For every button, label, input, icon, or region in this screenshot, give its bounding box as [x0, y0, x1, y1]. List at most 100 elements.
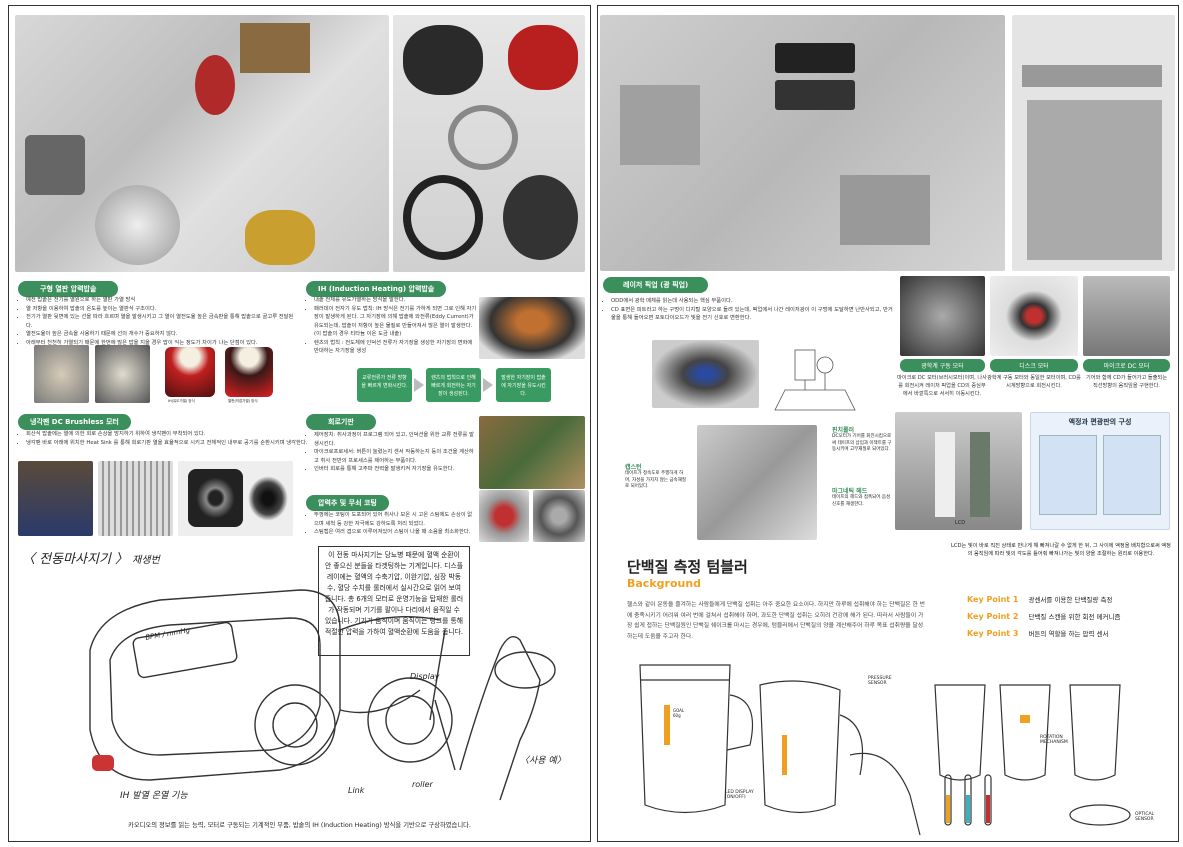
bullet: 아래부터 천천히 가열되기 때문에 한번에 많은 밥을 지을 경우 밥이 익는 …: [26, 339, 298, 348]
laser-bullets: ODD에서 광학 매체를 읽는데 사용되는 핵심 부품이다. CD 표면은 피트…: [603, 297, 893, 323]
arrow-icon: [483, 378, 493, 392]
motor-desc: 기어와 함께 CD가 들어가고 돌출되는 직선방향의 움직임을 구현한다.: [1085, 375, 1168, 389]
pickup-diagram: [774, 349, 856, 411]
flow-step-1: 교류전류가 전류 방향을 빠르게 변화시킨다.: [357, 368, 412, 402]
rice-cooker-shell-photo: [393, 15, 585, 272]
optical-motor-photo: [900, 276, 985, 356]
background-text: 헬스와 같이 운동을 즐겨하는 사람들에게 단백질 섭취는 아주 중요한 요소이…: [627, 602, 925, 640]
laser-pickup-photo: [652, 340, 759, 408]
micro-dc-motor-photo: [1083, 276, 1170, 356]
motor-label: 마이크로 DC 모터: [1083, 359, 1170, 372]
left-caption: 카오디오의 정보를 읽는 능력, 모터로 구동되는 기계적인 부품, 밥솥의 I…: [128, 822, 471, 829]
key-point-1: Key Point 1 광센서를 이용한 단백질량 측정: [967, 594, 1112, 604]
led-display-label: LED DISPLAY (ON/OFF): [725, 790, 754, 800]
section-title-old-cooker: 구형 열판 압력밥솥: [18, 281, 119, 297]
rice-cooker-parts-photo: [15, 15, 389, 272]
key-point-label: Key Point 1: [967, 595, 1019, 604]
heat-sink-photo: [98, 461, 173, 536]
sketch-label-ih: IH 발열 온열 기능: [120, 791, 188, 801]
lcd-structure-diagram: 액정과 편광판의 구성: [1030, 412, 1170, 530]
bullet: 패러데이 전자기 유도 법칙: IH 방식은 전기를 가하게 되면 그로 인해 …: [314, 305, 478, 339]
bullet: 인버터 회로를 통해 고주파 전력을 발생키켜 자기장을 유도한다.: [314, 465, 476, 474]
bullet: 회산식 밥솥에는 열에 의한 회로 손상을 방지하기 위하여 냉각팬이 부착되어…: [26, 430, 308, 439]
bullet: 마이크로프로세서: 버튼이 눌렸는지 센서 작동하는지 등의 조건을 계산하고 …: [314, 448, 476, 465]
rotation-mechanism-label: ROTATION MECHANISM: [1040, 735, 1068, 745]
bullet: 열전도율이 높은 금속을 사용하기 때문에 선의 개수가 중요하지 않다.: [26, 330, 298, 339]
section-title-ih-cooker: IH (Induction Heating) 압력밥솥: [306, 281, 447, 297]
bullet: CD 표면은 피트라고 하는 구멍이 디지털 모양으로 들려 있는데, 픽업에서…: [611, 306, 893, 323]
usage-text: 사용 예: [529, 756, 557, 766]
steam-cap-photo: [533, 490, 585, 542]
bullet: 전기가 열판 뒷면에 있는 선을 따라 흐르며 열을 발생시키고 그 열이 열전…: [26, 313, 298, 330]
key-point-label: Key Point 3: [967, 629, 1019, 638]
disc-motor-photo: [990, 276, 1078, 356]
optical-sensor-label: OPTICAL SENSOR: [1135, 812, 1155, 822]
pressure-weight-photo: [479, 490, 529, 542]
bullet: 렌츠의 법칙 : 전도체에 인덕션 전류가 자기장을 생성한 자기장의 변화에 …: [314, 339, 478, 356]
bullet: 뚜껑에는 코팅이 도포되어 있어 취사나 보온 시 고온 스팀에도 손상이 없으…: [314, 511, 476, 528]
heating-plate-photo: [34, 345, 89, 403]
lcd-photo: [895, 412, 1022, 530]
sketch-subtitle: 재생번: [132, 555, 160, 566]
bullet: 내솥 전체를 유도가열하는 방식을 말한다.: [314, 296, 478, 305]
circuit-bullets: 제어장치: 취사과정이 프로그램 되어 있고, 인덕션을 위한 교류 전류를 발…: [306, 431, 476, 474]
sketch-label-link: Link: [348, 786, 365, 795]
fan-board-photo: [18, 461, 93, 536]
fan-bullets: 회산식 밥솥에는 열에 의한 회로 손상을 방지하기 위하여 냉각팬이 부착되어…: [18, 430, 308, 447]
pressure-sensor-label: PRESSURE SENSOR: [868, 676, 892, 686]
plate-pot-image: [225, 347, 273, 397]
bullet: 냉각팬 바로 아래에 위치한 Heat Sink 를 통해 회로기판 열을 효율…: [26, 439, 308, 448]
key-point-label: Key Point 2: [967, 612, 1019, 621]
goal-label: GOAL 60g: [673, 708, 685, 718]
motor-desc: 마이크로 DC 모터(브러시모터)이며, 나사를 회전시켜 레이저 픽업을 CD…: [897, 375, 987, 397]
capstan-label: 캡스턴: [625, 464, 642, 471]
bullet: 예전 밥솥은 전기를 열원으로 하는 열판 가열 방식: [26, 296, 298, 305]
massager-sketch: [89, 589, 556, 801]
arrow-icon: [414, 378, 424, 392]
weight-bullets: 뚜껑에는 코팅이 도포되어 있어 취사나 보온 시 고온 스팀에도 손상이 없으…: [306, 511, 476, 537]
ih-bullets: 내솥 전체를 유도가열하는 방식을 말한다. 패러데이 전자기 유도 법칙: I…: [306, 296, 478, 356]
ih-pot-image: [165, 347, 215, 397]
key-point-3: Key Point 3 버튼의 역할을 하는 압력 센서: [967, 628, 1109, 638]
bullet: 열 저항을 이용하여 밥솥의 온도를 높이는 열판식 구조이다.: [26, 305, 298, 314]
motor-label: 광학계 구동 모터: [900, 359, 985, 372]
lcd-diagram-title: 액정과 편광판의 구성: [1068, 418, 1132, 426]
sketch-title: 〈 전동마사지기 〉 재생번: [22, 552, 160, 567]
sketch-label-roller: roller: [412, 780, 433, 789]
lcd-label: LCD: [955, 520, 966, 526]
image-label: IH(유도가열) 방식: [168, 399, 195, 403]
section-title-circuit: 회로기판: [306, 414, 376, 430]
motor-label: 디스크 모터: [990, 359, 1078, 372]
key-point-2: Key Point 2 단백질 스캔을 위한 회전 메커니즘: [967, 611, 1120, 621]
fan-photo: [178, 461, 293, 536]
heating-plate-back-photo: [95, 345, 150, 403]
sketch-title-text: 전동마사지기: [39, 552, 111, 567]
section-title-laser-pickup: 레이저 픽업 (광 픽업): [603, 277, 709, 293]
old-cooker-bullets: 예전 밥솥은 전기를 열원으로 하는 열판 가열 방식 열 저항을 이용하여 밥…: [18, 296, 298, 347]
car-audio-parts-photo: [600, 15, 1005, 271]
section-title-fan-motor: 냉각팬 DC Brushless 모터: [18, 414, 131, 430]
ih-coil-photo: [479, 297, 585, 359]
magnetic-head-label: 마그네틱 헤드: [832, 488, 868, 495]
sketch-description-box: 이 전동 마사지기는 당뇨병 때문에 혈액 순환이 안 좋으신 분들을 타겟팅하…: [318, 546, 470, 656]
capstan-desc: 테이프가 정속도로 주행하게 하며, 자성을 가지지 않는 금속재질로 되어있다…: [625, 471, 686, 489]
tape-deck-photo: [697, 425, 817, 540]
bullet: ODD에서 광학 매체를 읽는데 사용되는 핵심 부품이다.: [611, 297, 893, 306]
cd-tray-photo: [1012, 15, 1175, 271]
key-point-text: 광센서를 이용한 단백질량 측정: [1028, 596, 1113, 604]
image-label: 열판(직접가열) 방식: [228, 399, 258, 403]
tumbler-sketch: [639, 664, 1131, 836]
sketch-label-display: Display: [410, 672, 440, 681]
magnetic-head-desc: 테이프의 헤드와 접촉되어 음성신호를 재생한다.: [832, 495, 891, 507]
background-heading: Background: [627, 577, 702, 590]
section-title-weight: 압력추 및 무쇠 코팅: [306, 495, 389, 511]
key-point-text: 단백질 스캔을 위한 회전 메커니즘: [1028, 613, 1121, 621]
pinch-roller-label: 핀치롤러: [832, 427, 855, 434]
key-point-text: 버튼의 역할을 하는 압력 센서: [1028, 630, 1109, 638]
motor-desc: 광학계 구동 모터와 동일한 모터이며, CD를 시계방향으로 회전시킨다.: [987, 375, 1081, 389]
circuit-board-photo: [479, 416, 585, 489]
sketch-label-usage: 〈사용 예〉: [520, 756, 566, 766]
pinch-roller-desc: DC모터가 기어를 회전시킴으로써 테이프의 삽입과 이젝트를 구동시키며 고무…: [832, 434, 892, 452]
flow-step-3: 발생한 자기장이 밥솥에 자기장을 유도시킨다.: [496, 368, 551, 402]
lcd-caption: LCD는 빛이 바로 직진 상태로 만나게 해 빠져나갈 수 없게 한 뒤, 그…: [951, 543, 1171, 557]
